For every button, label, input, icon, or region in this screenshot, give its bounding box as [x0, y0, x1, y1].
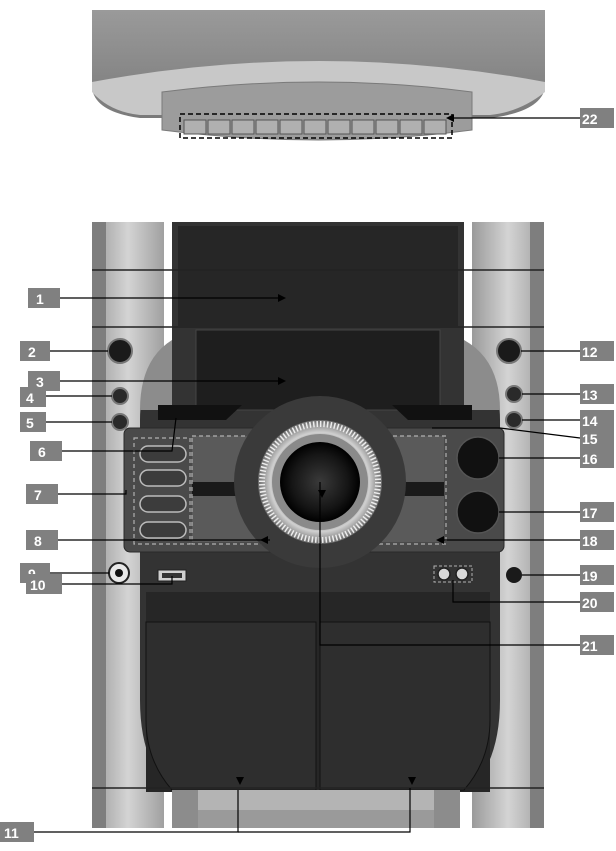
- left-edge: [92, 222, 106, 828]
- function-button[interactable]: [139, 521, 187, 539]
- base-strip: [172, 790, 460, 810]
- callout-19-text: 19: [582, 568, 598, 584]
- callout-21-text: 21: [582, 638, 598, 654]
- callout-15: 15: [580, 428, 614, 448]
- right-shoulder: [464, 340, 500, 410]
- right-top-button[interactable]: [456, 436, 500, 480]
- base-right-foot: [434, 790, 460, 828]
- callout-5: 5: [20, 412, 46, 432]
- callout-19: 19: [580, 565, 614, 585]
- right-door[interactable]: [319, 621, 491, 791]
- callout-5-text: 5: [26, 415, 34, 431]
- right-small-button-lower[interactable]: [505, 411, 523, 429]
- callout-8-text: 8: [34, 533, 42, 549]
- top-view: [92, 10, 545, 141]
- left-shoulder: [140, 340, 172, 410]
- callout-1: 1: [28, 288, 60, 308]
- base-left-foot: [172, 790, 198, 828]
- callout-16-text: 16: [582, 451, 598, 467]
- callout-3-text: 3: [36, 374, 44, 390]
- callout-13-text: 13: [582, 387, 598, 403]
- usb-port-slot: [162, 573, 182, 578]
- callout-14-text: 14: [582, 413, 598, 429]
- callout-2: 2: [20, 341, 50, 361]
- left-wing-outline: [191, 435, 263, 545]
- base-shadow: [172, 810, 460, 828]
- right-round-button[interactable]: [496, 338, 522, 364]
- slot-right: [392, 405, 472, 420]
- front-unit: [92, 222, 544, 828]
- callout-6: 6: [30, 441, 62, 461]
- left-small-button-upper[interactable]: [111, 387, 129, 405]
- callout-20-text: 20: [582, 595, 598, 611]
- callout-4: 4: [20, 387, 46, 407]
- function-button[interactable]: [139, 469, 187, 487]
- callout-1-text: 1: [36, 291, 44, 307]
- callout-2-text: 2: [28, 344, 36, 360]
- phones-jack-hole: [115, 569, 123, 577]
- callout-14: 14: [580, 410, 614, 430]
- leader-arrows: [236, 114, 454, 785]
- callout-10: 10: [26, 574, 62, 594]
- callout-22-text: 22: [582, 111, 598, 127]
- left-small-button-lower[interactable]: [111, 413, 129, 431]
- callout-labels: 1 2 3 4 5 6 7 8 9 10 11 12 13 14 15 16 1…: [0, 108, 614, 842]
- callout-8: 8: [26, 530, 58, 550]
- function-button[interactable]: [139, 445, 187, 463]
- display-window: [178, 226, 458, 326]
- knob-ring-ticks: [259, 421, 381, 543]
- top-buttons: [183, 119, 447, 135]
- seam-lines: [92, 269, 544, 789]
- right-small-button-upper[interactable]: [505, 385, 523, 403]
- callout-10-text: 10: [30, 577, 46, 593]
- callout-17-text: 17: [582, 505, 598, 521]
- left-door[interactable]: [145, 621, 317, 791]
- left-power-button[interactable]: [107, 338, 133, 364]
- slot-left: [158, 405, 242, 420]
- callout-16: 16: [580, 448, 614, 468]
- callout-11-text: 11: [4, 825, 19, 841]
- callout-6-text: 6: [38, 444, 46, 460]
- function-button[interactable]: [139, 495, 187, 513]
- leader-lines: [34, 117, 581, 833]
- callout-21: 21: [580, 635, 614, 655]
- callout-22: 22: [580, 108, 614, 128]
- callout-18-text: 18: [582, 533, 598, 549]
- remote-sensor: [506, 567, 522, 583]
- left-buttons-outline: [133, 437, 191, 545]
- left-button-column: [139, 445, 187, 539]
- input-jack-left[interactable]: [437, 567, 451, 581]
- right-edge: [530, 222, 544, 828]
- top-buttons-outline: [179, 113, 453, 139]
- callout-4-text: 4: [26, 390, 34, 406]
- callout-15-text: 15: [582, 431, 598, 447]
- right-bottom-button[interactable]: [456, 490, 500, 534]
- callout-17: 17: [580, 502, 614, 522]
- callout-20: 20: [580, 592, 614, 612]
- callout-7-text: 7: [34, 487, 42, 503]
- callout-7: 7: [26, 484, 58, 504]
- callout-13: 13: [580, 384, 614, 404]
- input-jack-right[interactable]: [455, 567, 469, 581]
- callout-12: 12: [580, 341, 614, 361]
- callout-11: 11: [0, 822, 34, 842]
- callout-12-text: 12: [582, 344, 598, 360]
- callout-3: 3: [28, 371, 60, 391]
- callout-18: 18: [580, 530, 614, 550]
